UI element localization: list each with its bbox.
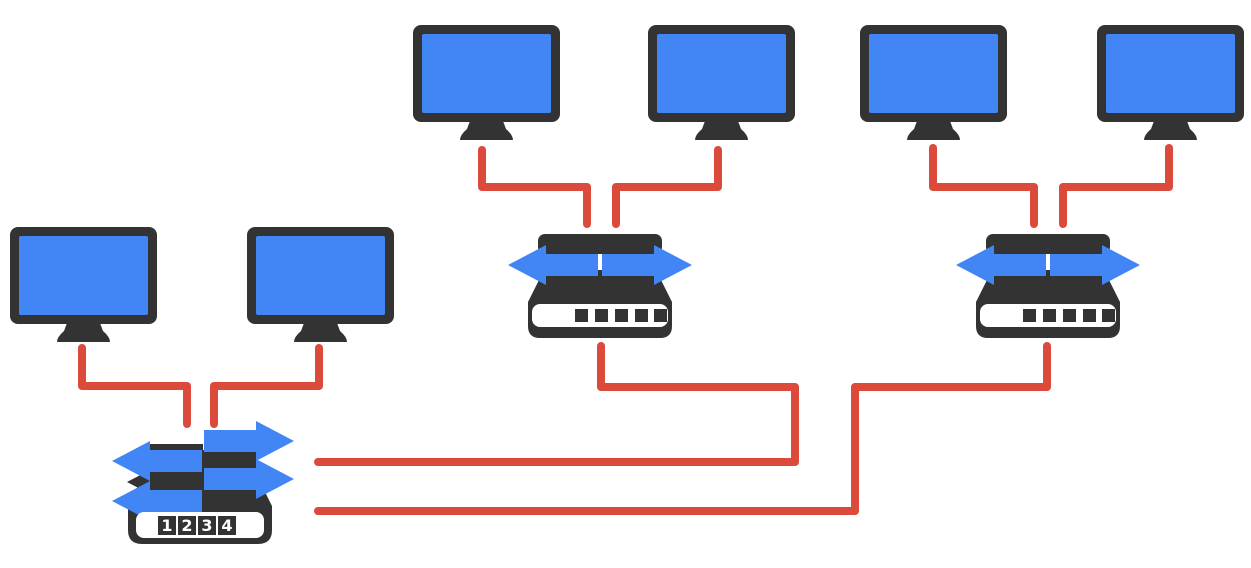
cable-switch-middle-to-matrix-switch (314, 342, 799, 466)
matrix-port-1 (158, 516, 176, 535)
cable-monitor-top-4-to-switch-right (1059, 144, 1173, 228)
cable-monitor-left-1-to-matrix-switch (78, 344, 191, 428)
matrix-port-4 (218, 516, 236, 535)
cable-monitor-top-1-to-switch-middle (478, 146, 591, 228)
monitor-left-2 (247, 227, 394, 342)
matrix-port-3-label: 3 (201, 516, 212, 535)
monitor-top-2 (648, 25, 795, 140)
matrix-port-4-label: 4 (221, 516, 232, 535)
matrix-switch: 1 2 3 4 (112, 421, 294, 544)
matrix-body-block (202, 450, 258, 470)
cable-monitor-top-2-to-switch-middle (612, 146, 722, 228)
cable-monitor-top-3-to-switch-right (929, 144, 1038, 228)
switch-middle (508, 234, 692, 338)
cable-switch-right-to-matrix-switch (314, 342, 1051, 515)
monitor-top-3 (860, 25, 1007, 140)
monitor-top-4 (1097, 25, 1244, 140)
matrix-port-2-label: 2 (181, 516, 192, 535)
matrix-port-2 (178, 516, 196, 535)
matrix-port-3 (198, 516, 216, 535)
monitor-left-1 (10, 227, 157, 342)
switch-right (956, 234, 1140, 338)
matrix-port-1-label: 1 (161, 516, 172, 535)
monitor-top-1 (413, 25, 560, 140)
cable-monitor-left-2-to-matrix-switch (210, 344, 323, 428)
